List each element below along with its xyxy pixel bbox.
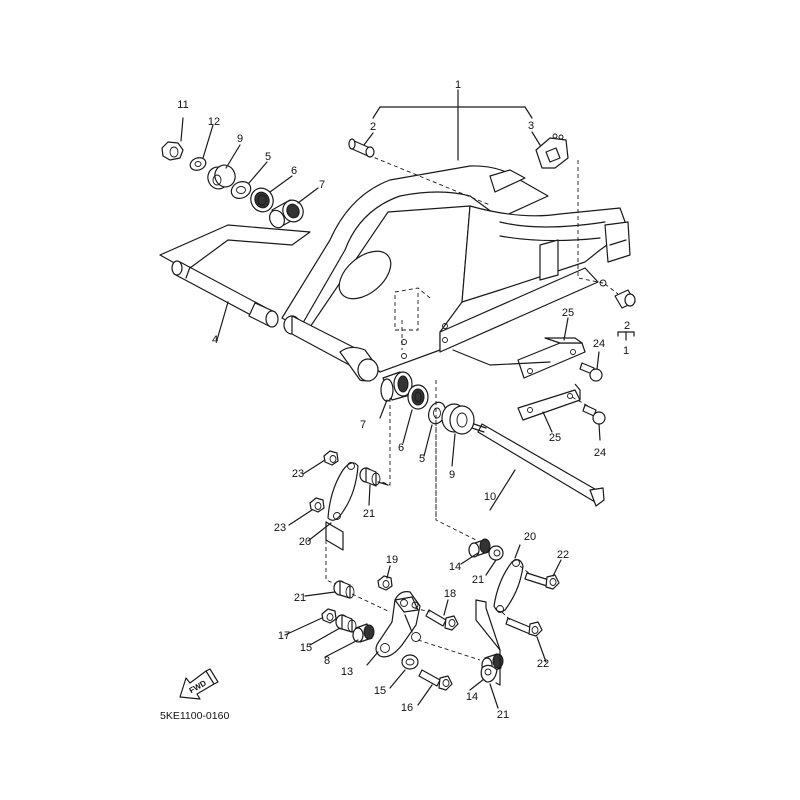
callout-12: 12 bbox=[208, 116, 220, 128]
callout-1: 1 bbox=[623, 345, 629, 357]
part-22-bolt-upper[interactable] bbox=[524, 572, 560, 590]
part-6-seal-top[interactable] bbox=[247, 184, 277, 215]
part-2-collar-right[interactable] bbox=[614, 289, 636, 309]
swingarm-cutout bbox=[338, 250, 392, 300]
part-3-plate[interactable] bbox=[535, 133, 569, 169]
callout-7: 7 bbox=[319, 179, 325, 191]
part-20-connecting-rod-right[interactable] bbox=[493, 559, 524, 613]
part-11-nut[interactable] bbox=[161, 141, 184, 161]
part-14-bearing-upper[interactable] bbox=[468, 538, 491, 558]
part-9-spacer-lower[interactable] bbox=[441, 403, 475, 435]
part-17-nut[interactable] bbox=[321, 608, 337, 624]
callout-8: 8 bbox=[324, 655, 330, 667]
callout-15: 15 bbox=[300, 642, 312, 654]
callout-10: 10 bbox=[484, 491, 496, 503]
callout-15: 15 bbox=[374, 685, 386, 697]
part-2-collar-top[interactable] bbox=[348, 138, 375, 158]
callout-3: 3 bbox=[528, 120, 534, 132]
callout-14: 14 bbox=[466, 691, 478, 703]
callout-17: 17 bbox=[278, 630, 290, 642]
part-21-collar-c[interactable] bbox=[488, 545, 504, 561]
callout-22: 22 bbox=[537, 658, 549, 670]
part-13-relay-arm[interactable] bbox=[375, 591, 421, 658]
callout-9: 9 bbox=[449, 469, 455, 481]
callout-20: 20 bbox=[299, 536, 311, 548]
callout-21: 21 bbox=[497, 709, 509, 721]
callout-25: 25 bbox=[549, 432, 561, 444]
callout-21: 21 bbox=[294, 592, 306, 604]
part-20-connecting-rod-left[interactable] bbox=[327, 462, 359, 521]
callout-labels: 1 2 3 11 12 9 5 6 7 4 2 1 25 24 25 24 7 … bbox=[177, 79, 630, 721]
part-22-bolt-lower[interactable] bbox=[505, 617, 543, 637]
callout-1: 1 bbox=[455, 79, 461, 91]
part-19-nut[interactable] bbox=[377, 575, 393, 591]
part-21-collar-b[interactable] bbox=[333, 580, 355, 599]
part-15-bushing-upper[interactable] bbox=[335, 614, 357, 633]
callout-22: 22 bbox=[557, 549, 569, 561]
callout-25: 25 bbox=[562, 307, 574, 319]
callout-14: 14 bbox=[449, 561, 461, 573]
callout-9: 9 bbox=[237, 133, 243, 145]
part-7-bearing-top[interactable] bbox=[267, 197, 307, 230]
callout-24: 24 bbox=[594, 447, 606, 459]
callout-18: 18 bbox=[444, 588, 456, 600]
callout-23: 23 bbox=[274, 522, 286, 534]
pivot-boss bbox=[357, 358, 379, 382]
callout-6: 6 bbox=[398, 442, 404, 454]
callout-5: 5 bbox=[419, 453, 425, 465]
part-24-bolt-upper[interactable] bbox=[579, 362, 603, 382]
part-15-bushing-lower[interactable] bbox=[401, 654, 419, 670]
part-4-pivot-shaft[interactable] bbox=[171, 260, 279, 328]
callout-20: 20 bbox=[524, 531, 536, 543]
callout-7: 7 bbox=[360, 419, 366, 431]
part-21-collar-a[interactable] bbox=[359, 467, 381, 487]
part-23-nut-upper[interactable] bbox=[323, 450, 339, 466]
part-10-pivot-bolt[interactable] bbox=[471, 423, 605, 507]
callout-2: 2 bbox=[624, 320, 630, 332]
fwd-arrow-icon: FWD bbox=[179, 668, 219, 700]
callout-21: 21 bbox=[472, 574, 484, 586]
part-18-bolt[interactable] bbox=[425, 609, 459, 631]
part-5-washer-top[interactable] bbox=[229, 179, 254, 202]
callout-16: 16 bbox=[401, 702, 413, 714]
callout-2: 2 bbox=[370, 121, 376, 133]
callout-13: 13 bbox=[341, 666, 353, 678]
part-25-pad-lower[interactable] bbox=[517, 383, 581, 421]
callout-23: 23 bbox=[292, 468, 304, 480]
part-16-bolt[interactable] bbox=[418, 669, 453, 691]
callout-6: 6 bbox=[291, 165, 297, 177]
swingarm[interactable] bbox=[281, 165, 631, 382]
callout-19: 19 bbox=[386, 554, 398, 566]
part-7-bearing-lower[interactable] bbox=[380, 371, 413, 402]
part-12-washer[interactable] bbox=[188, 156, 207, 173]
part-6-seal-lower[interactable] bbox=[407, 384, 429, 410]
part-25-pad-upper[interactable] bbox=[517, 337, 586, 379]
part-23-nut-lower[interactable] bbox=[309, 497, 325, 513]
part-9-spacer-top[interactable] bbox=[205, 162, 238, 192]
callout-21: 21 bbox=[363, 508, 375, 520]
callout-5: 5 bbox=[265, 151, 271, 163]
drawing-code: 5KE1100-0160 bbox=[160, 710, 229, 722]
callout-24: 24 bbox=[593, 338, 605, 350]
callout-11: 11 bbox=[177, 99, 188, 111]
part-21-collar-d[interactable] bbox=[480, 664, 498, 683]
part-8-bearing[interactable] bbox=[352, 623, 375, 643]
callout-4: 4 bbox=[212, 334, 218, 346]
part-24-bolt-lower[interactable] bbox=[582, 404, 606, 425]
